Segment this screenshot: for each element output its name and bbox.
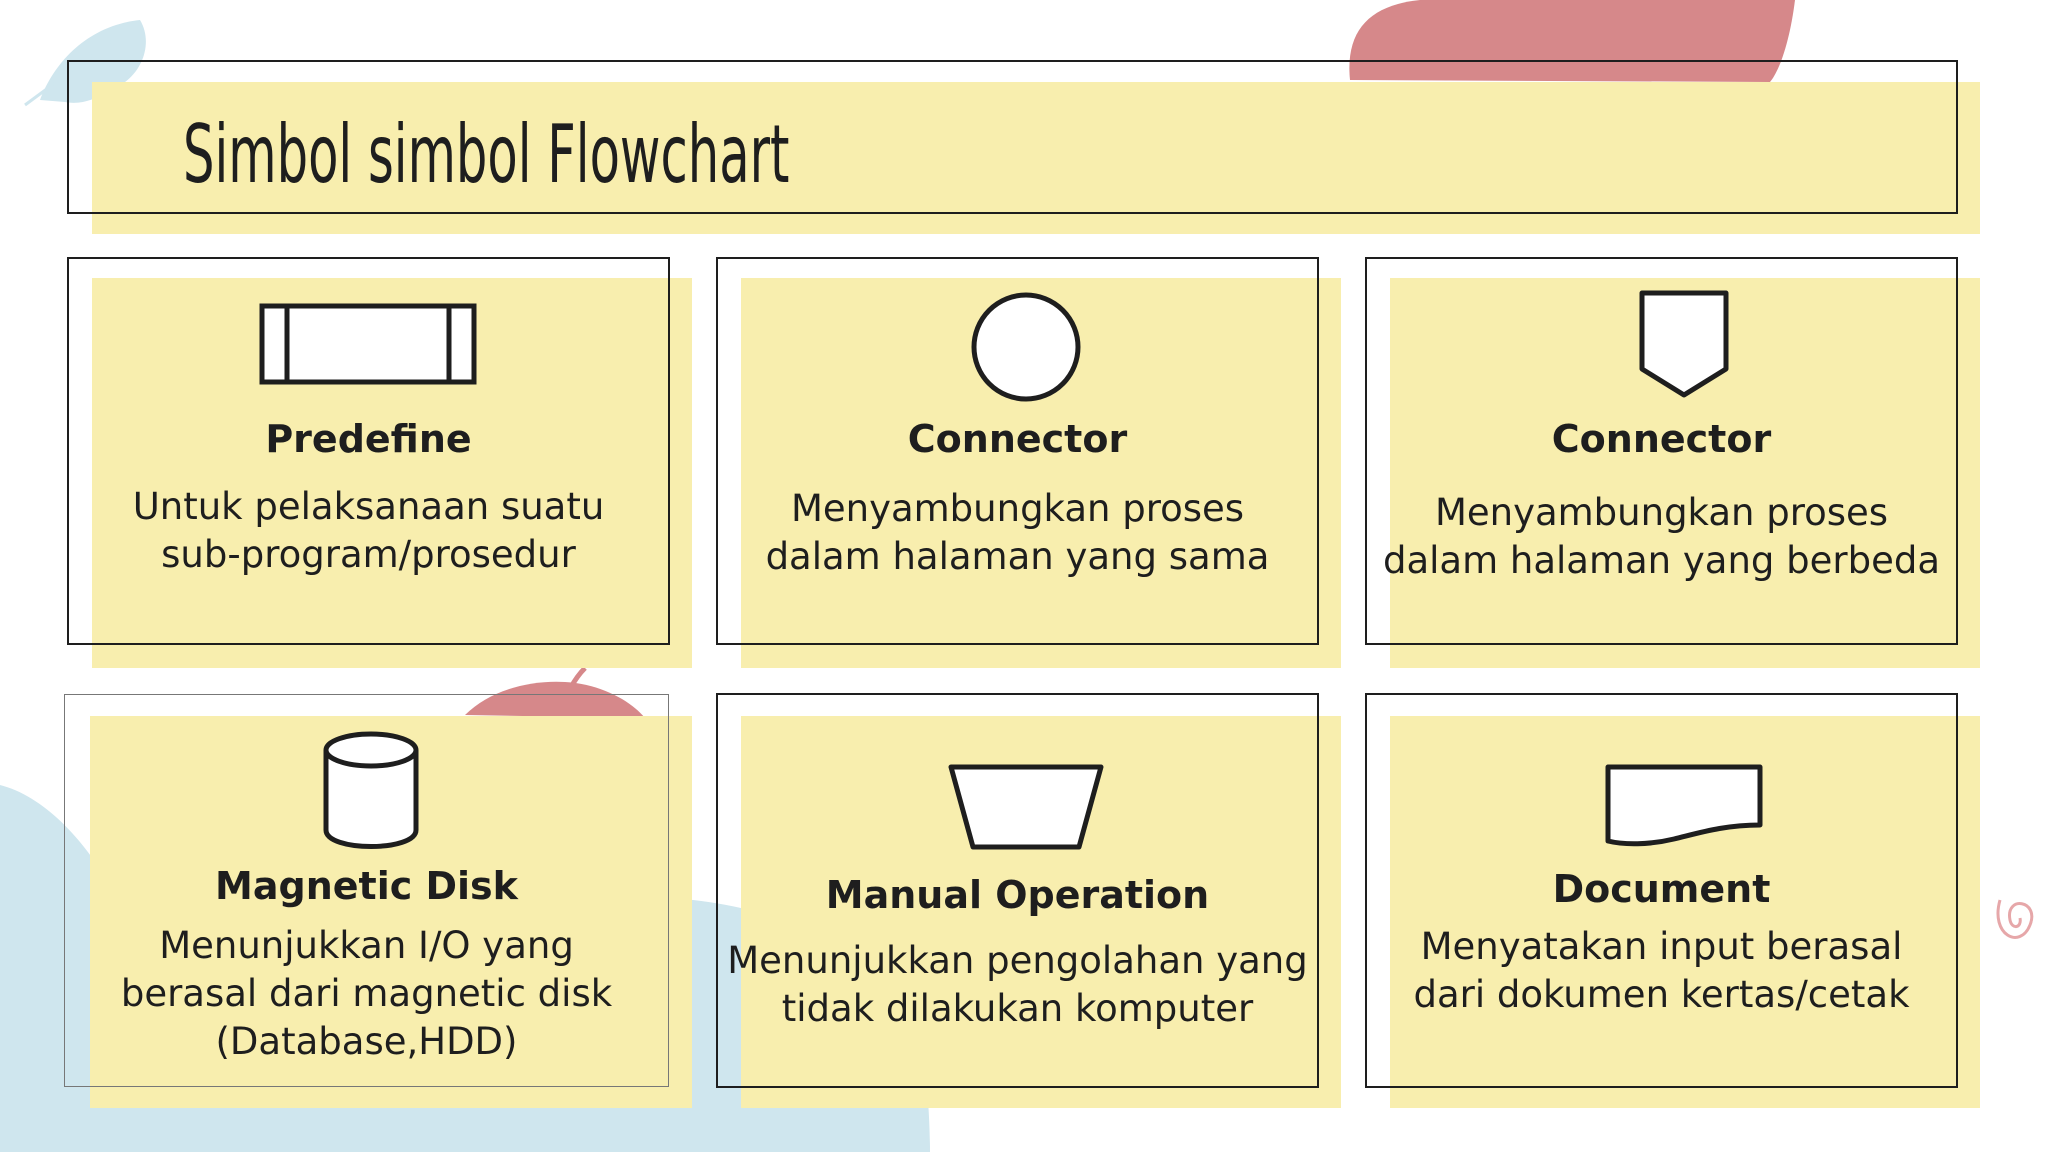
card-title: Document — [1552, 867, 1771, 911]
on-page-connector-icon — [971, 292, 1081, 402]
card-description-line: Menunjukkan I/O yang — [159, 924, 574, 967]
card-frame — [1365, 257, 1958, 645]
card-frame — [1365, 693, 1958, 1088]
card-title: Magnetic Disk — [215, 864, 518, 908]
card-magnetic-disk: Magnetic Disk Menunjukkan I/O yang beras… — [64, 694, 669, 1087]
card-frame — [716, 693, 1319, 1088]
card-frame — [64, 694, 669, 1087]
red-leaf-decoration — [465, 666, 645, 718]
card-description-line: Menyambungkan proses — [1434, 491, 1889, 534]
card-predefine: Predefine Untuk pelaksanaan suatu sub-pr… — [67, 257, 670, 645]
title-frame — [67, 60, 1958, 214]
card-manual-operation: Manual Operation Menunjukkan pengolahan … — [716, 693, 1319, 1088]
document-icon — [1605, 764, 1763, 847]
predefined-process-icon — [259, 303, 477, 385]
card-description-line: Menyambungkan proses — [790, 487, 1245, 530]
card-title: Connector — [1551, 417, 1772, 461]
card-description-line: Menunjukkan pengolahan yang — [727, 939, 1308, 982]
card-title: Connector — [907, 417, 1128, 461]
off-page-connector-icon — [1639, 290, 1729, 398]
manual-operation-icon — [948, 764, 1104, 850]
page-title: Simbol simbol Flowchart — [183, 108, 790, 201]
card-connector-same-page: Connector Menyambungkan proses dalam hal… — [716, 257, 1319, 645]
card-description-line: dalam halaman yang berbeda — [1382, 539, 1941, 582]
card-connector-different-page: Connector Menyambungkan proses dalam hal… — [1365, 257, 1958, 645]
card-frame — [716, 257, 1319, 645]
card-description-line: (Database,HDD) — [215, 1020, 518, 1063]
card-description-line: Menyatakan input berasal — [1420, 925, 1903, 968]
card-description-line: tidak dilakukan komputer — [781, 987, 1254, 1030]
card-document: Document Menyatakan input berasal dari d… — [1365, 693, 1958, 1088]
card-description-line: berasal dari magnetic disk — [120, 972, 613, 1015]
title-highlight — [92, 82, 1980, 234]
swirl-decoration — [1996, 899, 2034, 939]
card-description-line: sub-program/prosedur — [161, 533, 576, 576]
card-title: Manual Operation — [825, 873, 1210, 917]
card-description-line: Untuk pelaksanaan suatu — [132, 485, 605, 528]
card-description-line: dalam halaman yang sama — [765, 535, 1270, 578]
magnetic-disk-icon — [323, 731, 419, 849]
card-description-line: dari dokumen kertas/cetak — [1413, 973, 1910, 1016]
card-frame — [67, 257, 670, 645]
card-title: Predefine — [265, 417, 472, 461]
